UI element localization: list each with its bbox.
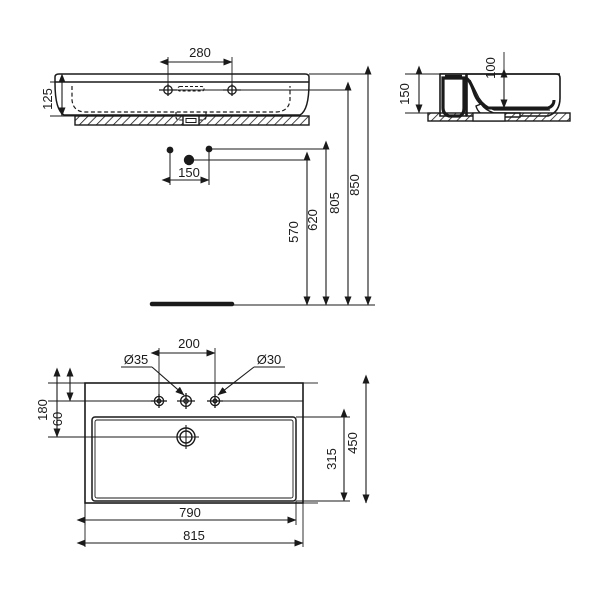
leader-dia30 <box>217 366 255 396</box>
tap-hole-center-plan <box>177 393 195 409</box>
plan-view <box>48 382 350 504</box>
drain-plan <box>173 425 199 449</box>
annotation-dia35 <box>121 366 185 396</box>
bracket-section-thick <box>441 76 466 118</box>
dimension-label-150-horizontal: 150 <box>178 165 200 180</box>
dimension-label-850: 850 <box>347 174 362 196</box>
dimension-label-125: 125 <box>40 88 55 110</box>
installation-height-view <box>149 65 375 307</box>
dimension-label-200: 200 <box>178 336 200 351</box>
side-section-view <box>427 73 571 122</box>
basin-outline-front <box>54 73 310 116</box>
annotation-dia30 <box>217 366 285 396</box>
tap-hole-left-plan <box>151 394 167 408</box>
dimension-label-570: 570 <box>286 221 301 243</box>
dimension-label-805: 805 <box>327 192 342 214</box>
dimension-815 <box>76 503 304 547</box>
dimension-label-60: 60 <box>50 412 65 426</box>
dimension-label-280: 280 <box>189 45 211 60</box>
dimension-label-315: 315 <box>324 448 339 470</box>
dimension-label-620: 620 <box>305 209 320 231</box>
dimension-label-100-side: 100 <box>483 57 498 79</box>
countertop-hatch-strip-side <box>427 112 571 122</box>
dimension-label-180: 180 <box>35 399 50 421</box>
leader-dia35 <box>151 366 185 396</box>
annotation-label-dia30: Ø30 <box>257 352 282 367</box>
countertop-hatch-strip <box>74 115 310 126</box>
dimension-150-side <box>405 65 443 114</box>
dimension-label-815: 815 <box>183 528 205 543</box>
dimension-200 <box>150 348 216 394</box>
bowl-inner-contour-thin <box>469 79 550 111</box>
bowl-outline-plan <box>91 416 297 502</box>
dimension-125 <box>50 73 80 117</box>
basin-bowl-hidden-outline <box>71 86 291 113</box>
bowl-inner-contour-side <box>465 76 556 110</box>
front-elevation-view <box>54 73 310 126</box>
overflow-slot-hidden <box>177 85 205 92</box>
dimension-280 <box>159 57 233 88</box>
annotation-label-dia35: Ø35 <box>124 352 149 367</box>
dimension-label-450: 450 <box>345 432 360 454</box>
tap-hole-right-plan <box>207 394 223 408</box>
dimension-label-790: 790 <box>179 505 201 520</box>
dimension-label-150-side: 150 <box>397 83 412 105</box>
bowl-inner-edge-plan <box>94 419 294 499</box>
